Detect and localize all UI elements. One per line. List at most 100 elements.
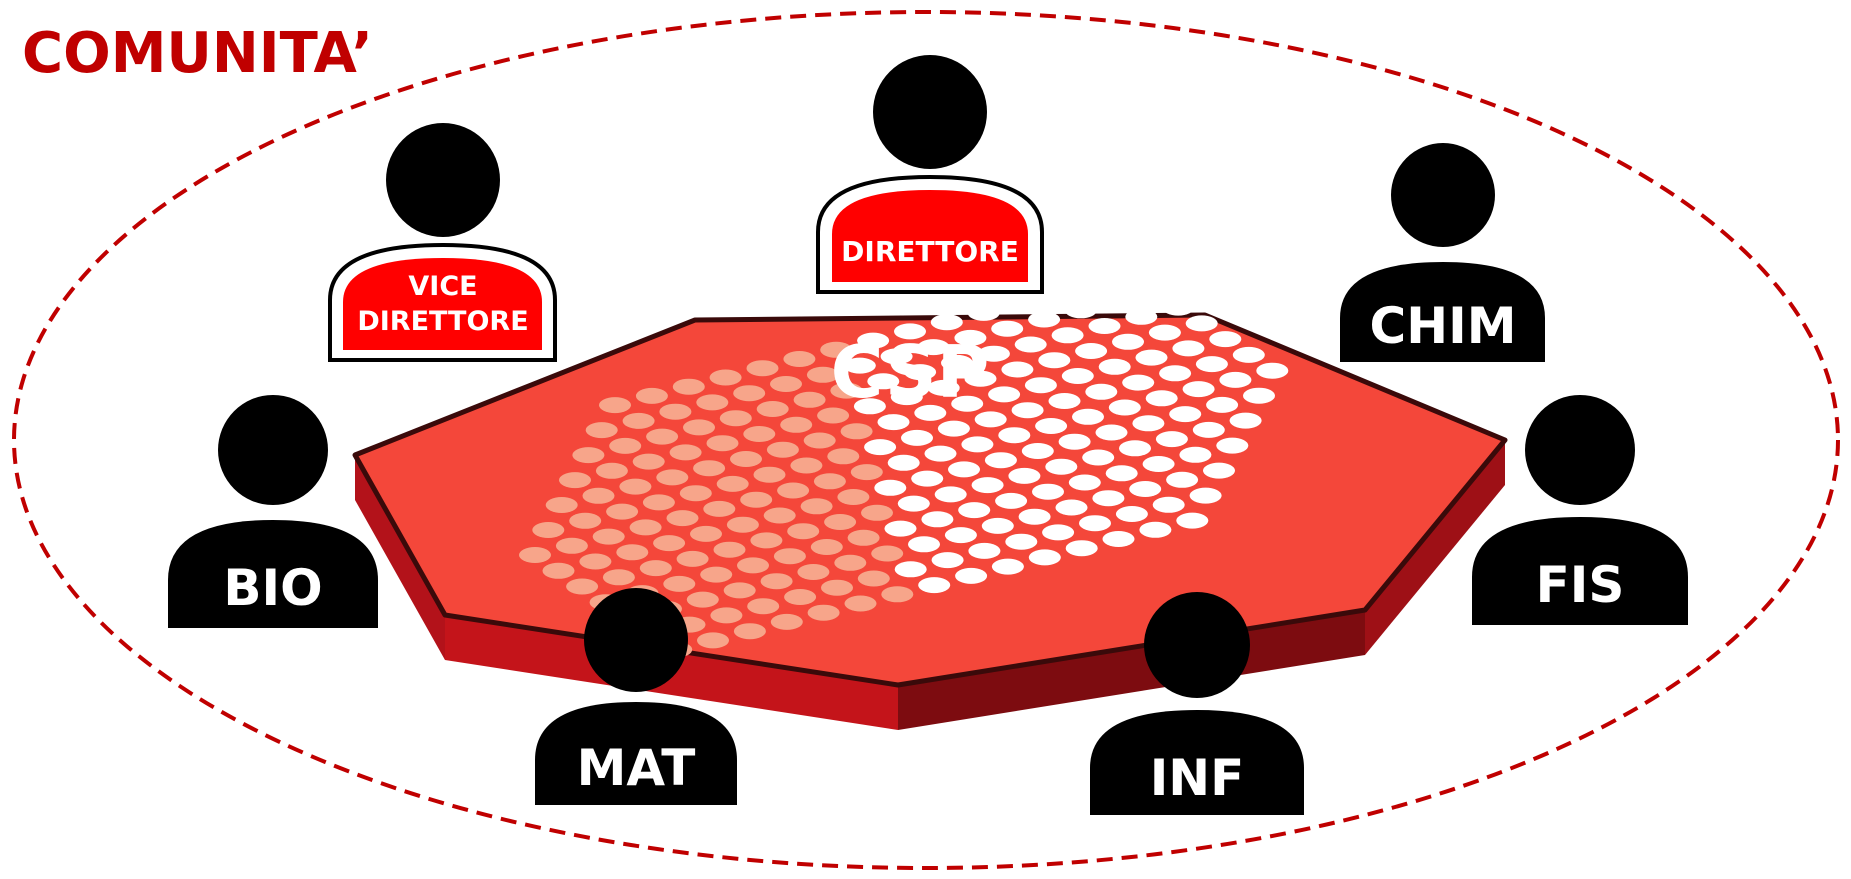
table-dot	[635, 387, 668, 404]
person-icon	[386, 123, 500, 237]
table-dot	[1166, 471, 1199, 488]
table-dot	[977, 345, 1010, 362]
table-dot	[1055, 499, 1088, 516]
person-body	[1472, 517, 1688, 625]
table-dot	[1014, 336, 1047, 353]
person-body	[535, 702, 737, 805]
table-dot	[723, 582, 756, 599]
table-dot	[1162, 299, 1195, 316]
table-dot	[566, 578, 599, 595]
table-dot	[669, 444, 702, 461]
table-dot	[1176, 512, 1209, 529]
table-dot	[683, 419, 715, 436]
table-dot	[1115, 506, 1148, 522]
person-fis: FIS	[1472, 395, 1688, 625]
table-dot	[1032, 483, 1064, 500]
table-dot	[1095, 424, 1128, 441]
table-dot	[572, 447, 605, 464]
person-icon	[1391, 143, 1495, 247]
table-dot	[944, 527, 977, 544]
table-dot	[686, 591, 719, 608]
person-label: FIS	[1536, 556, 1625, 614]
table-dot	[743, 426, 776, 442]
table-dot	[1135, 349, 1168, 366]
table-dot	[783, 351, 816, 367]
badge-label-line2: DIRETTORE	[357, 306, 528, 337]
table-dot	[1152, 496, 1185, 513]
table-dot	[595, 462, 628, 479]
table-dot	[955, 567, 988, 584]
table-dot	[740, 491, 773, 508]
person-icon	[218, 395, 328, 505]
table-dot	[1138, 283, 1171, 300]
table-dot	[663, 575, 696, 592]
table-dot	[897, 495, 930, 512]
table-dot	[887, 454, 920, 471]
table-dot	[780, 416, 813, 433]
table-dot	[807, 604, 840, 621]
table-dot	[877, 414, 910, 431]
person-mat: MAT	[535, 588, 737, 805]
table-dot	[1088, 318, 1121, 334]
table-dot	[793, 391, 826, 408]
table-dot	[840, 423, 873, 440]
table-dot	[1045, 458, 1078, 475]
table-dot	[616, 544, 649, 561]
table-dot	[784, 589, 817, 605]
table-dot	[730, 451, 762, 467]
person-label: CHIM	[1370, 297, 1517, 355]
table-dot-pattern	[519, 268, 1289, 658]
table-dot	[750, 532, 783, 549]
table-label: CSP	[831, 330, 990, 414]
table-dot	[545, 497, 578, 513]
table-dot	[1011, 402, 1044, 419]
person-body	[168, 520, 378, 628]
table-dot	[747, 598, 780, 615]
table-dot	[1185, 315, 1218, 332]
table-dot	[991, 320, 1024, 337]
table-dot	[968, 542, 1001, 559]
table-dot	[719, 410, 752, 427]
table-dot	[881, 586, 914, 603]
table-dot	[1206, 396, 1239, 413]
table-dot	[706, 435, 739, 452]
table-dot	[934, 486, 967, 503]
badge-fill	[343, 258, 542, 350]
table-dot	[709, 369, 742, 386]
table-dot	[716, 475, 749, 492]
table-dot	[924, 445, 957, 462]
table-dot	[756, 401, 789, 417]
table-dot	[834, 554, 867, 571]
table-dot	[800, 498, 833, 515]
table-dot	[1018, 508, 1051, 525]
table-dot	[918, 577, 951, 594]
table-dot	[884, 520, 917, 537]
table-dot	[1203, 462, 1235, 479]
table-dot	[679, 485, 712, 502]
table-dot	[1115, 268, 1148, 285]
table-dot	[1038, 352, 1071, 369]
table-dot	[974, 411, 1007, 428]
table-dot	[599, 397, 631, 414]
table-dot	[1092, 490, 1125, 507]
table-dot	[766, 441, 799, 458]
table-dot	[770, 613, 803, 630]
table-dot	[1172, 340, 1205, 357]
table-dot	[1105, 465, 1138, 482]
table-dot	[964, 370, 997, 387]
table-dot	[713, 541, 746, 558]
table-dot	[639, 560, 672, 577]
table-dot	[1041, 286, 1074, 303]
table-dot	[519, 547, 551, 563]
table-dot	[1112, 333, 1144, 350]
table-dot	[971, 477, 1004, 494]
table-dot	[1021, 443, 1054, 459]
table-dot	[1102, 531, 1135, 547]
table-dot	[827, 448, 860, 465]
table-dot	[904, 364, 937, 381]
table-dot	[569, 512, 602, 529]
table-dot	[733, 385, 766, 402]
table-dot	[958, 502, 991, 519]
table-dot	[696, 394, 729, 411]
